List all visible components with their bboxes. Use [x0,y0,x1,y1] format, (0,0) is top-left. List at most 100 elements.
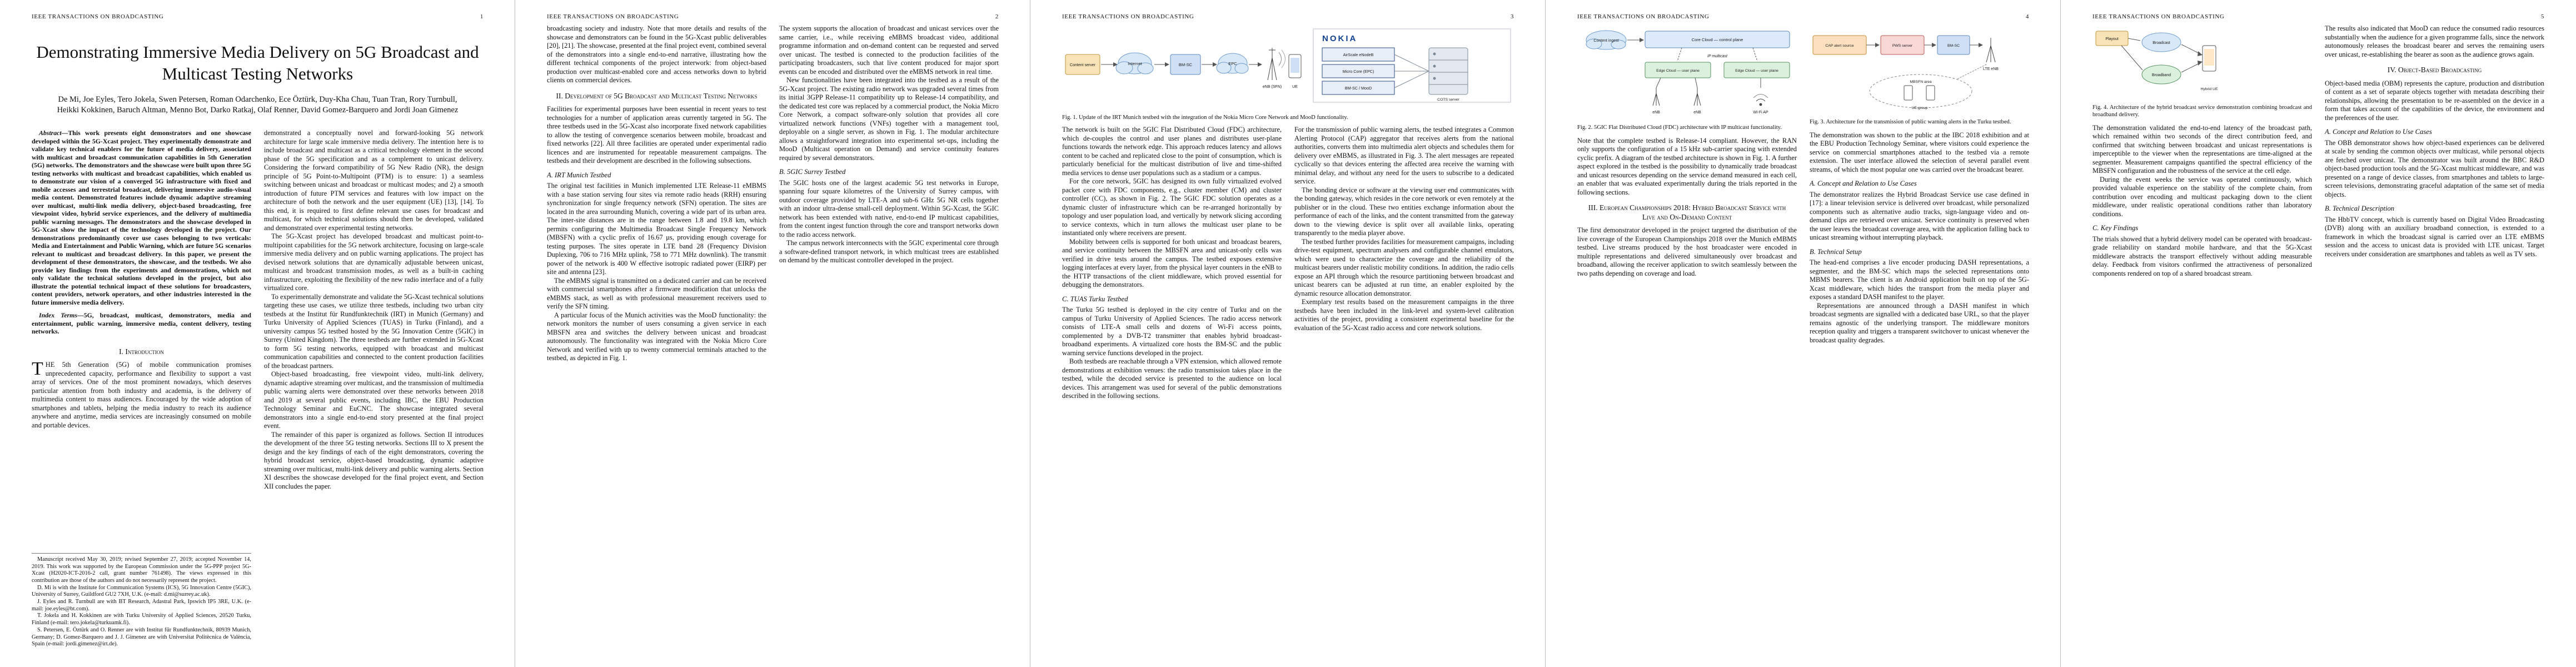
internet-cloud-icon [1115,52,1154,74]
abstract-label: Abstract— [39,129,68,137]
arrow-icon [1979,43,1983,47]
ue-label: UE [1292,85,1298,89]
figure-1-diagram: Content server Internet BM-SC [1065,28,1511,103]
running-head: IEEE TRANSACTIONS ON BROADCASTING 1 [32,13,484,20]
body-paragraph: Exemplary test results based on the meas… [1294,298,1514,332]
cap-source-label: CAP alert source [1825,44,1853,48]
arrow-icon [1213,62,1217,67]
content-server-box [1065,54,1100,75]
column-left: broadcasting society and industry. Note … [547,24,766,648]
body-paragraph: The demonstration validated the end-to-e… [2092,123,2312,175]
internet-label: Internet [1128,61,1142,66]
enodeb-label: AirScale eNodeB [1343,52,1374,57]
microcore-box [1322,64,1395,78]
edge-cloud-box [1645,62,1711,78]
body-paragraph: During the event weeks the service was o… [2092,175,2312,218]
body-paragraph: Both testbeds are reachable through a VP… [1062,357,1282,400]
phone-icon [1288,54,1302,78]
core-cloud-label: Core Cloud — control plane [1692,37,1743,42]
mood-box [1322,81,1395,95]
journal-title: IEEE TRANSACTIONS ON BROADCASTING [1577,13,1710,20]
abstract-text: This work presents eight demonstrators a… [32,129,251,306]
body-paragraph: The network is built on the 5GIC Flat Di… [1062,126,1282,177]
column-right: CAP alert source PWS server BM-SC [1810,24,2029,648]
body-paragraph: Object-based broadcasting, free viewpoin… [264,370,484,430]
body-paragraph: demonstrated a conceptually novel and fo… [264,129,484,232]
column-left: Content ingest Core Cloud — control plan… [1577,24,1797,648]
arrow-icon [1165,62,1169,67]
section-heading-ec2018: III. European Championships 2018: Hybrid… [1588,203,1786,221]
section-heading-testbeds: II. Development of 5G Broadcast and Mult… [556,91,758,100]
tower-icon [1267,48,1277,81]
subsection-heading-findings: C. Key Findings [2092,224,2139,232]
running-head: IEEE TRANSACTIONS ON BROADCASTING 4 [1577,13,2029,20]
microcore-label: Micro Core (EPC) [1343,69,1374,74]
broadcast-cloud-icon [2141,32,2181,52]
hybrid-ue-label: Hybrid UE [2201,87,2218,91]
body-paragraph: To experimentally demonstrate and valida… [264,292,484,370]
bmsc-box [1170,54,1201,75]
body-paragraph: The demonstration was shown to the publi… [1810,131,2029,173]
title-block: Demonstrating Immersive Media Delivery o… [32,41,484,116]
running-head: IEEE TRANSACTIONS ON BROADCASTING 2 [547,13,999,20]
wifi-label: Wi-Fi AP [1753,111,1768,115]
edge-cloud-label: Edge Cloud — user plane [1735,69,1778,73]
subsection-heading-surrey: B. 5GIC Surrey Testbed [779,168,846,176]
body-paragraph: For the transmission of public warning a… [1294,126,1514,185]
phone-icon [2202,45,2216,72]
arrow-icon [1640,38,1644,42]
content-ingest-label: Content ingest [1593,39,1618,43]
index-terms-label: Index Terms— [39,311,84,319]
footnote-affiliation: T. Jokela and H. Kokkinen are with Turku… [32,613,251,626]
running-head: IEEE TRANSACTIONS ON BROADCASTING 3 [1062,13,1514,20]
tower-icon [1986,38,1996,63]
index-terms-text: 5G, broadcast, multicast, demonstrators,… [32,311,251,335]
content-server-label: Content server [1070,63,1096,67]
page-4: IEEE TRANSACTIONS ON BROADCASTING 4 Cont… [1545,0,2061,667]
body-paragraph: The trials showed that a hybrid delivery… [2092,235,2312,277]
server-label: COTS server [1437,98,1459,102]
page-1: IEEE TRANSACTIONS ON BROADCASTING 1 Demo… [0,0,516,667]
column-right: demonstrated a conceptually novel and fo… [264,129,484,648]
figure-2-diagram: Content ingest Core Cloud — control plan… [1586,30,1790,115]
body-paragraph: For the core network, 5GIC has designed … [1062,177,1282,237]
epc-label: EPC [1228,61,1237,66]
bmsc-label: BM-SC [1179,62,1193,67]
ue-group-label: UE group [1912,106,1928,110]
page-4-columns: Content ingest Core Cloud — control plan… [1577,24,2029,648]
epc-cloud-icon [1216,53,1249,74]
edge-cloud-box [1723,62,1790,78]
figure-3-caption: Fig. 3. Architecture for the transmissio… [1810,118,2011,125]
authors-line: De Mi, Joe Eyles, Tero Jokela, Swen Pete… [57,95,459,115]
arrow-icon [2198,61,2203,66]
body-paragraph: The eMBMS signal is transmitted on a ded… [547,276,766,311]
column-right: The results also indicated that MooD can… [2325,24,2544,648]
column-right: For the transmission of public warning a… [1294,126,1514,648]
figure-2-caption: Fig. 2. 5GIC Flat Distributed Cloud (FDC… [1577,124,1782,131]
broadband-label: Broadband [2152,73,2171,77]
footnote-affiliation: J. Eyles and R. Turnbull are with BT Res… [32,599,251,612]
figure-1-caption: Fig. 1. Update of the IRT Munich testbed… [1062,115,1348,121]
subsection-heading-turku: C. TUAS Turku Testbed [1062,295,1128,303]
page-number: 1 [480,13,484,20]
body-paragraph: The testbed further provides facilities … [1294,237,1514,297]
page-2-columns: broadcasting society and industry. Note … [547,24,999,648]
enb-label: eNB [1693,111,1701,115]
body-paragraph: The demonstrator realizes the Hybrid Bro… [1810,190,2029,242]
subsection-heading-setup: B. Technical Setup [1810,247,1862,256]
body-paragraph: The campus network interconnects with th… [779,239,999,264]
figure-4: Playout Broadcast Broadband [2092,26,2312,118]
journal-title: IEEE TRANSACTIONS ON BROADCASTING [32,13,164,20]
body-paragraph: Facilities for experimental purposes hav… [547,105,766,165]
figure-3: CAP alert source PWS server BM-SC [1810,26,2029,126]
column-left: Playout Broadcast Broadband [2092,24,2312,648]
body-paragraph: The system supports the allocation of br… [779,24,999,76]
body-paragraph: Mobility between cells is supported for … [1062,237,1282,289]
subsection-heading-obb-concept: A. Concept and Relation to Use Cases [2325,128,2432,136]
figure-1: Content server Internet BM-SC [1062,26,1514,121]
page-number: 5 [2540,13,2544,20]
arrow-icon [1875,43,1880,47]
body-paragraph: The first demonstrator developed in the … [1577,226,1797,277]
